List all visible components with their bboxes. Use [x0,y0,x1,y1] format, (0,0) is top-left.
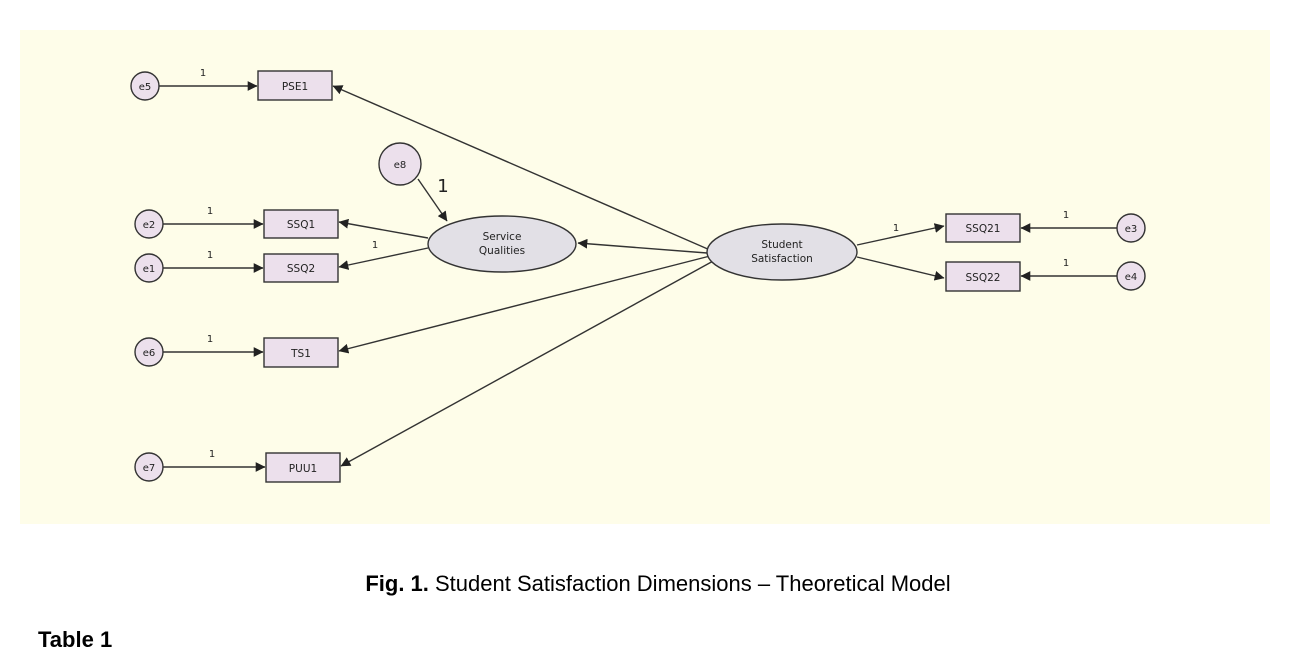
path-student-ssq21 [856,223,945,246]
path-student-puu1 [340,259,716,467]
observed-label: SSQ22 [966,272,1001,284]
error-e7: e7 [134,452,164,482]
figure-caption: Fig. 1. Student Satisfaction Dimensions … [0,571,1316,597]
error-label: e7 [143,463,156,474]
error-label: e5 [139,82,152,93]
latent-label: Service [483,231,522,243]
path-student-pse1 [332,85,711,251]
observed-ts1: TS1 [263,337,339,368]
observed-ssq21: SSQ21 [945,213,1021,243]
observed-label: SSQ1 [287,219,315,231]
weight-ssq21: 1 [893,223,899,234]
observed-ssq1: SSQ1 [263,209,339,239]
latent-student-satisfaction: Student Satisfaction [706,223,858,281]
error-e6: e6 [134,337,164,367]
weight-e3: 1 [1063,210,1069,221]
next-section-heading: Table 1 [38,627,113,652]
latent-service-qualities: Service Qualities [427,215,577,273]
observed-ssq2: SSQ2 [263,253,339,283]
observed-ssq22: SSQ22 [945,261,1021,292]
structural-paths [332,85,945,467]
observed-label: SSQ21 [966,223,1001,235]
weight-e1: 1 [207,250,213,261]
error-paths [159,81,1117,472]
error-e8: e8 [378,142,422,186]
path-student-service [577,238,708,254]
error-label: e2 [143,220,156,231]
weight-ssq2: 1 [372,240,378,251]
observed-label: PSE1 [282,81,308,93]
error-e4: e4 [1116,261,1146,291]
path-student-ssq22 [856,256,945,281]
error-label: e8 [394,160,407,171]
weight-e6: 1 [207,334,213,345]
weight-e4: 1 [1063,258,1069,269]
latent-label: Qualities [479,245,525,257]
path-student-ts1 [338,255,711,354]
path-service-ssq2 [338,247,429,270]
figure-number: Fig. 1. [365,571,429,596]
weight-e7: 1 [209,449,215,460]
diagram-background [20,30,1270,524]
path-diagram: Service Qualities Student Satisfaction P… [20,30,1270,524]
weight-e2: 1 [207,206,213,217]
weight-e5: 1 [200,68,206,79]
latent-label: Satisfaction [751,253,813,265]
error-label: e3 [1125,224,1138,235]
error-e3: e3 [1116,213,1146,243]
latent-label: Student [761,239,802,251]
error-label: e1 [143,264,156,275]
observed-label: SSQ2 [287,263,315,275]
weight-e8: 1 [437,176,448,197]
figure-title: Student Satisfaction Dimensions – Theore… [428,571,951,596]
error-e2: e2 [134,209,164,239]
path-e8-service [417,178,448,222]
path-service-ssq1 [338,218,429,239]
weight-labels: 1 1 1 1 1 1 1 1 1 1 [200,68,1069,460]
error-label: e6 [143,348,156,359]
observed-pse1: PSE1 [257,70,333,101]
error-e1: e1 [134,253,164,283]
observed-label: PUU1 [289,463,317,475]
error-label: e4 [1125,272,1138,283]
error-e5: e5 [130,71,160,101]
observed-label: TS1 [290,348,311,360]
observed-puu1: PUU1 [265,452,341,483]
